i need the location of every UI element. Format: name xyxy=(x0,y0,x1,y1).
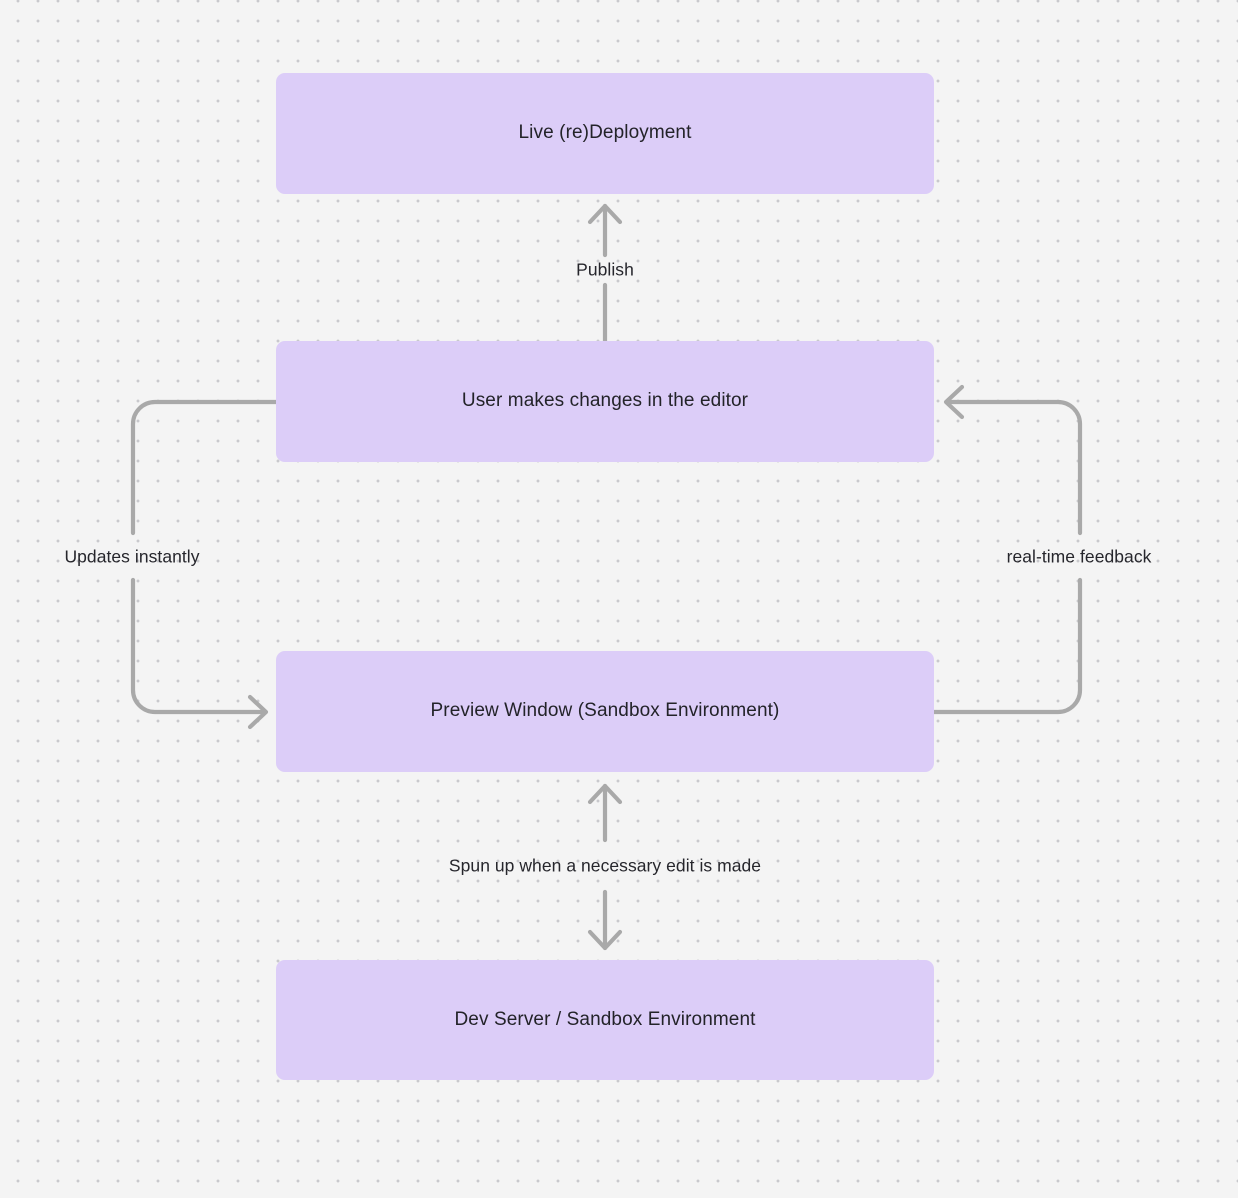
edge-label-publish: Publish xyxy=(576,259,634,280)
edge-label-real-time-feedback: real-time feedback xyxy=(1006,546,1152,567)
node-preview-window[interactable]: Preview Window (Sandbox Environment) xyxy=(276,651,934,772)
node-live-deployment[interactable]: Live (re)Deployment xyxy=(276,73,934,194)
edge-label-updates-instantly: Updates instantly xyxy=(64,546,200,567)
node-label: Dev Server / Sandbox Environment xyxy=(454,1008,756,1030)
node-label: Preview Window (Sandbox Environment) xyxy=(430,700,780,722)
node-label: User makes changes in the editor xyxy=(461,390,749,412)
edge-label-spun-up: Spun up when a necessary edit is made xyxy=(448,855,762,876)
node-label: Live (re)Deployment xyxy=(518,122,692,144)
node-user-edits[interactable]: User makes changes in the editor xyxy=(276,341,934,462)
node-dev-server[interactable]: Dev Server / Sandbox Environment xyxy=(276,960,934,1080)
